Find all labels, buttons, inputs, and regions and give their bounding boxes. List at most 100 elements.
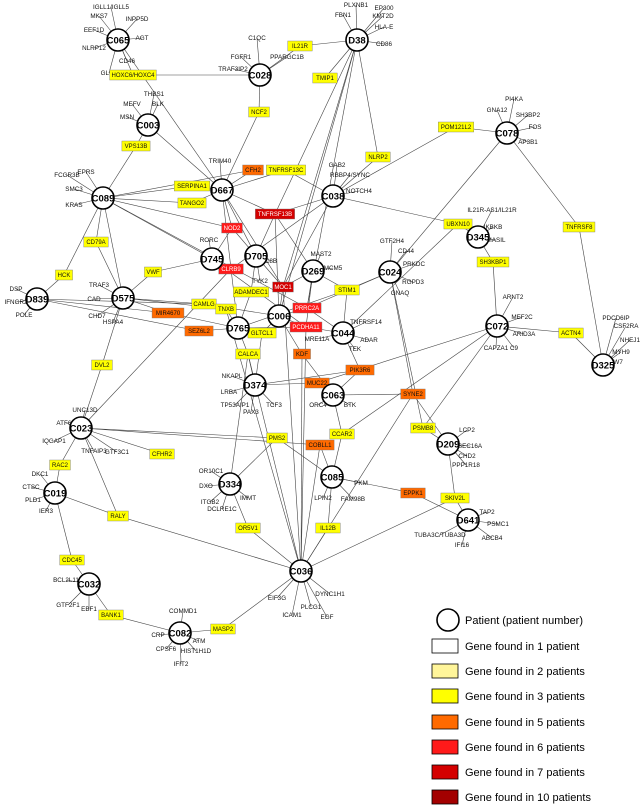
- gene-box-masp2: MASP2: [210, 623, 236, 635]
- edge-c023-pms2: [80, 427, 278, 439]
- edge-d839-mir4670: [36, 298, 169, 314]
- gene-label-gna12: GNA12: [487, 107, 508, 114]
- gene-box-tnxb: TNXB: [215, 303, 237, 315]
- edge-d38-tnfrsf13b: [274, 39, 358, 215]
- gene-box-label: TMIP1: [316, 76, 334, 82]
- gene-label-nkapl: NKAPL: [222, 373, 243, 380]
- gene-box-skiv2l: SKIV2L: [440, 492, 470, 504]
- gene-box-label: TANGO2: [180, 201, 205, 207]
- patient-circle: [436, 432, 460, 456]
- gene-label-crp: CRP: [151, 632, 164, 639]
- gene-box-fill: [410, 422, 436, 434]
- patient-node-d325: D325: [591, 353, 615, 377]
- edge-c038-moc1: [282, 195, 334, 288]
- gene-box-fill: [272, 281, 294, 293]
- legend-label-4: Gene found in 5 patients: [465, 717, 585, 729]
- gene-label-ikbkb: IKBKB: [484, 224, 503, 231]
- gene-box-rac2: RAC2: [49, 459, 71, 471]
- legend-patient-circle: [436, 608, 460, 632]
- gene-box-fill: [345, 364, 375, 376]
- patient-id: D839: [26, 294, 49, 305]
- gene-label-adar: ADAR: [360, 337, 378, 344]
- patient-id: C072: [486, 321, 509, 332]
- patient-id: C078: [496, 128, 519, 139]
- patient-circle: [43, 481, 67, 505]
- gene-box-tango2: TANGO2: [177, 197, 207, 209]
- gene-box-vwf: VWF: [144, 266, 162, 278]
- legend-label-1: Gene found in 1 patient: [465, 641, 579, 653]
- gene-box-label: IL21R: [292, 44, 309, 50]
- gene-box-label: BANK1: [101, 613, 121, 619]
- legend-label-7: Gene found in 10 patients: [465, 792, 591, 804]
- patient-node-d745: D745: [200, 247, 224, 271]
- gene-box-tnfrsf8: TNFRSF8: [562, 221, 596, 233]
- patient-circle: [345, 28, 369, 52]
- patient-id: C028: [249, 70, 272, 81]
- gene-box-label: VPS13B: [125, 144, 148, 150]
- gene-label-myh9: MYH9: [612, 349, 630, 356]
- patient-id: C024: [379, 267, 402, 278]
- gene-label-ifit2: IFIT2: [174, 661, 189, 668]
- gene-label-cd46: CD46: [119, 58, 136, 65]
- patient-id: D374: [244, 380, 267, 391]
- patient-id: D745: [201, 254, 224, 265]
- patient-node-c072: C072: [485, 314, 509, 338]
- patient-node-d269: D269: [301, 259, 325, 283]
- gene-box-label: OR5V1: [238, 526, 258, 532]
- gene-label-kmt2d: KMT2D: [372, 13, 394, 20]
- gene-label-arid3a: ARID3A: [513, 331, 537, 338]
- patient-circle: [331, 321, 355, 345]
- patient-circle: [244, 244, 268, 268]
- gene-box-fill: [292, 302, 322, 314]
- gene-label-msn: MSN: [120, 114, 134, 121]
- gene-label-ebf1: EBF1: [81, 606, 97, 613]
- gene-label-ifngr2: IFNGR2: [4, 299, 28, 306]
- gene-label-eef1d: EEF1D: [84, 27, 105, 34]
- gene-box-fill: [293, 348, 311, 360]
- patient-id: C065: [107, 35, 130, 46]
- gene-label-masil: MASIL: [487, 237, 506, 244]
- edge-d667-moc1: [221, 189, 284, 288]
- gene-label-lcp2: LCP2: [459, 427, 475, 434]
- edge-c003-d667: [147, 124, 223, 191]
- gene-label-abcb4: ABCB4: [482, 535, 503, 542]
- gene-label-pax3: PAX3: [243, 409, 259, 416]
- patient-circle: [226, 316, 250, 340]
- gene-box-fill: [289, 321, 323, 333]
- patient-node-d38: D38: [345, 28, 369, 52]
- gene-label-egf: EGF: [321, 614, 334, 621]
- patient-circle: [77, 572, 101, 596]
- patient-circle: [25, 287, 49, 311]
- gene-box-cd79a: CD79A: [83, 236, 109, 248]
- gene-box-label: CFHR2: [152, 452, 173, 458]
- patient-id: C006: [268, 311, 291, 322]
- gene-box-moc1: MOC1: [272, 281, 294, 293]
- gene-box-serpina1: SERPINA1: [173, 180, 210, 192]
- gene-box-fill: [184, 325, 214, 337]
- gene-box-fill: [562, 221, 596, 233]
- gene-label-ifi16: IFI16: [455, 542, 470, 549]
- patient-node-c024: C024: [378, 260, 402, 284]
- patient-node-c044: C044: [331, 321, 355, 345]
- gene-box-label: CDC45: [62, 558, 82, 564]
- gene-box-fill: [242, 164, 264, 176]
- gene-box-fill: [329, 428, 355, 440]
- gene-label-lpin2: LPIN2: [314, 495, 332, 502]
- patient-circle: [321, 383, 345, 407]
- patient-circle: [591, 353, 615, 377]
- gene-label-ctsc: CTSC: [22, 484, 40, 491]
- patient-id: C082: [169, 628, 192, 639]
- gene-box-fill: [59, 554, 85, 566]
- edge-d839-sez6l2: [36, 298, 200, 332]
- gene-label-traf3: TRAF3: [89, 282, 109, 289]
- edge-c036-syne2: [300, 393, 414, 572]
- gene-label-gab2: GAB2: [329, 162, 346, 169]
- gene-label-psmc1: PSMC1: [487, 521, 509, 528]
- gene-box-label: CLRB9: [221, 267, 241, 273]
- gene-box-label: CCAR2: [332, 432, 353, 438]
- gene-label-mef2c: MEF2C: [511, 314, 533, 321]
- gene-box-pcdha11: PCDHA11: [289, 321, 323, 333]
- gene-label-hist1h1d: HIST1H1D: [181, 648, 212, 655]
- gene-box-fill: [255, 208, 295, 220]
